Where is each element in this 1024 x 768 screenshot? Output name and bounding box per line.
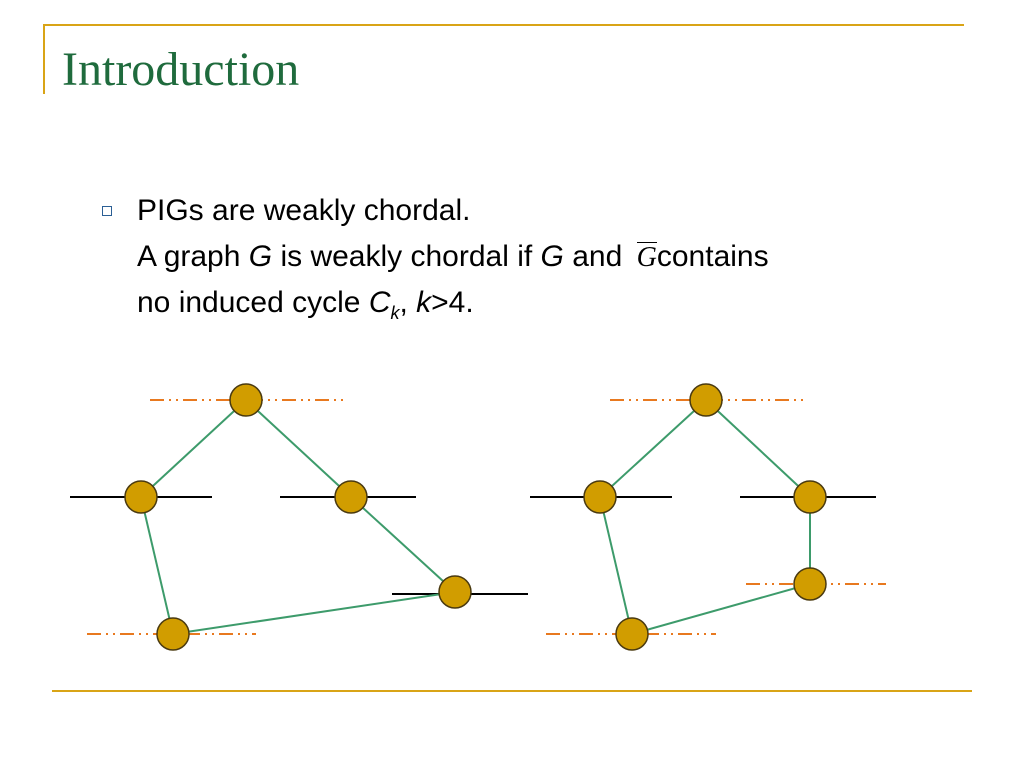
graph-node xyxy=(793,480,827,514)
text-segment: A graph xyxy=(137,240,249,273)
graph-edge xyxy=(599,496,633,635)
frame-top-rule xyxy=(44,24,964,26)
graph-node xyxy=(229,383,263,417)
text-segment: no induced cycle xyxy=(137,286,369,319)
graph-edge xyxy=(705,399,811,498)
graph-node xyxy=(156,617,190,651)
graph-edge xyxy=(245,399,352,498)
graph-edge xyxy=(140,496,174,635)
text-segment: contains xyxy=(656,240,769,273)
graph-node xyxy=(615,617,649,651)
graph-edge xyxy=(599,399,707,498)
graph-node xyxy=(793,567,827,601)
text-segment: >4. xyxy=(431,286,474,319)
graph-node xyxy=(583,480,617,514)
square-bullet-icon xyxy=(102,206,112,216)
bullet-line-1: PIGs are weakly chordal. xyxy=(137,194,471,227)
bullet-line-2: A graph G is weakly chordal if G and Gco… xyxy=(137,234,937,280)
graph-right xyxy=(530,383,886,651)
math-k: k xyxy=(416,286,432,319)
graph-edge xyxy=(172,591,456,635)
frame-left-rule xyxy=(43,24,45,94)
math-g: G xyxy=(248,240,273,273)
math-c: C xyxy=(368,286,391,319)
graph-edge xyxy=(631,583,811,635)
graph-edge xyxy=(140,399,247,498)
graph-node xyxy=(689,383,723,417)
math-g-complement: G xyxy=(636,242,657,273)
graph-node xyxy=(334,480,368,514)
slide-title: Introduction xyxy=(62,43,300,96)
text-segment: , xyxy=(399,286,417,319)
math-subscript-k: k xyxy=(390,303,400,323)
text-segment: and xyxy=(563,240,631,273)
graph-edge xyxy=(350,496,456,593)
bullet-line-3: no induced cycle Ck, k>4. xyxy=(137,280,937,336)
frame-bottom-rule xyxy=(52,690,972,692)
math-g: G xyxy=(540,240,564,273)
graph-node xyxy=(438,575,472,609)
bullet-text: PIGs are weakly chordal. A graph G is we… xyxy=(137,188,937,336)
graph-left xyxy=(70,383,528,651)
text-segment: is weakly chordal if xyxy=(272,240,541,273)
graph-node xyxy=(124,480,158,514)
